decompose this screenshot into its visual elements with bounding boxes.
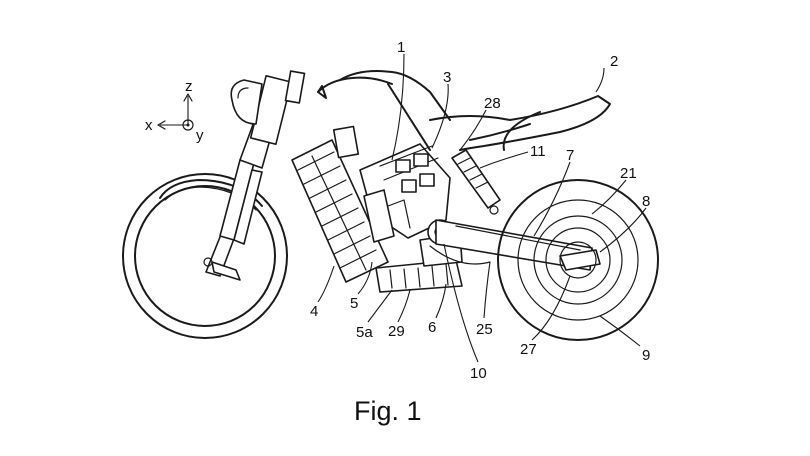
frame-and-seat — [339, 70, 611, 151]
coordinate-axes: z x y — [145, 78, 204, 144]
front-wheel — [122, 173, 288, 339]
ref-27: 27 — [520, 341, 537, 358]
ref-21: 21 — [620, 165, 637, 182]
front-fork — [203, 70, 306, 281]
ref-1: 1 — [397, 39, 405, 56]
ref-10: 10 — [470, 365, 487, 382]
ref-5a: 5a — [356, 324, 373, 341]
axis-z-label: z — [185, 78, 193, 95]
swingarm — [427, 219, 601, 271]
rear-wheel — [497, 179, 659, 341]
axis-x-label: x — [145, 117, 153, 134]
handlebar — [317, 76, 393, 99]
ref-28: 28 — [484, 95, 501, 112]
ref-8: 8 — [642, 193, 650, 210]
axis-y-label: y — [196, 127, 204, 144]
ref-5: 5 — [350, 295, 358, 312]
reference-numerals: 1 2 3 28 11 7 21 8 4 5 5a 29 6 25 10 27 … — [310, 39, 650, 382]
headlight — [230, 79, 263, 125]
ref-9: 9 — [642, 347, 650, 364]
ref-29: 29 — [388, 323, 405, 340]
battery-pack — [291, 125, 389, 283]
ref-25: 25 — [476, 321, 493, 338]
ref-11: 11 — [530, 143, 546, 160]
ref-3: 3 — [443, 69, 451, 86]
leader-lines — [317, 53, 647, 363]
figure-caption: Fig. 1 — [354, 396, 422, 426]
ref-6: 6 — [428, 319, 436, 336]
ref-4: 4 — [310, 303, 318, 320]
motor-housing — [359, 143, 451, 243]
shock-absorber — [451, 149, 501, 215]
ref-7: 7 — [566, 147, 574, 164]
ref-2: 2 — [610, 53, 618, 70]
